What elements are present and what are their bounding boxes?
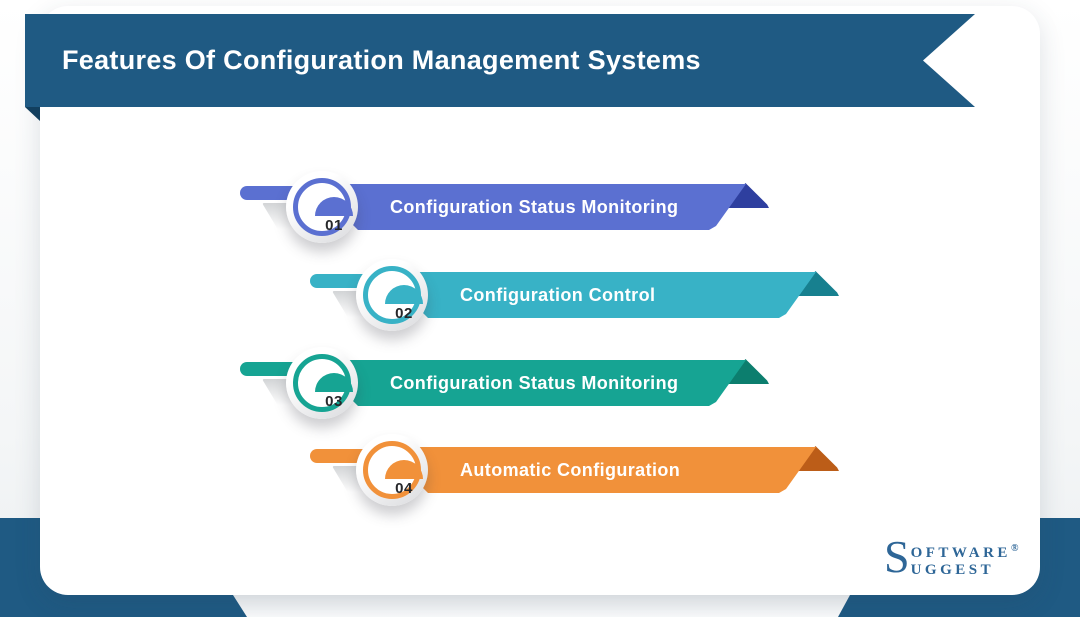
feature-label: Configuration Status Monitoring — [390, 197, 679, 217]
page-title: Features Of Configuration Management Sys… — [62, 45, 701, 75]
registered-mark-icon: ® — [1010, 543, 1019, 554]
feature-row: Configuration Status Monitoring 03 — [0, 339, 1080, 427]
logo-word-top: OFTWARE® — [910, 543, 1019, 561]
feature-ribbon: Configuration Control — [418, 272, 816, 318]
feature-ribbon: Automatic Configuration — [418, 447, 816, 493]
feature-row: Configuration Control 02 — [0, 251, 1080, 339]
feature-row: Automatic Configuration 04 — [0, 426, 1080, 514]
badge-ring: 01 — [293, 178, 353, 236]
badge-ring: 03 — [293, 354, 353, 412]
badge-semicircle-icon — [385, 460, 423, 479]
softwaresuggest-logo: S OFTWARE® UGGEST — [884, 531, 1019, 582]
feature-row: Configuration Status Monitoring 01 — [0, 163, 1080, 251]
bottom-stand-shape — [233, 595, 850, 617]
badge-number: 02 — [395, 305, 413, 322]
logo-initial: S — [884, 531, 910, 582]
badge-number: 04 — [395, 480, 413, 497]
badge-semicircle-icon — [315, 373, 353, 392]
badge-ring: 02 — [363, 266, 423, 324]
feature-ribbon: Configuration Status Monitoring — [348, 360, 746, 406]
banner-fold-triangle — [25, 107, 40, 121]
logo-wordmark: OFTWARE® UGGEST — [911, 537, 1019, 579]
feature-ribbon: Configuration Status Monitoring — [348, 184, 746, 230]
logo-word-bottom: UGGEST — [910, 562, 995, 578]
feature-label: Automatic Configuration — [460, 460, 681, 480]
badge-number: 03 — [325, 393, 343, 410]
badge-semicircle-icon — [385, 285, 423, 304]
number-badge: 03 — [286, 347, 358, 419]
badge-ring: 04 — [363, 441, 423, 499]
number-badge: 01 — [286, 171, 358, 243]
number-badge: 04 — [356, 434, 428, 506]
badge-number: 01 — [325, 217, 343, 234]
feature-label: Configuration Status Monitoring — [390, 373, 679, 393]
badge-semicircle-icon — [315, 197, 353, 216]
title-banner: Features Of Configuration Management Sys… — [25, 14, 975, 107]
number-badge: 02 — [356, 259, 428, 331]
feature-label: Configuration Control — [460, 285, 656, 305]
